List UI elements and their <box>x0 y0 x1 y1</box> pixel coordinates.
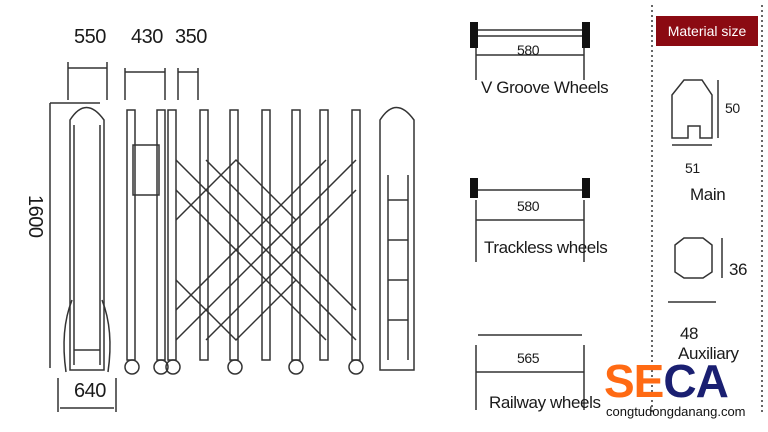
seca-logo: SECA <box>604 355 729 407</box>
aux-width: 48 <box>680 324 699 343</box>
logo-ca: CA <box>663 355 728 407</box>
wheel-trackless-label: Trackless wheels <box>484 238 608 257</box>
wheel-v-groove-width: 580 <box>517 42 540 58</box>
wheel-railway-width: 565 <box>517 350 540 366</box>
wheel-trackless-width: 580 <box>517 198 540 214</box>
main-width: 51 <box>685 160 700 176</box>
wheel-v-groove-label: V Groove Wheels <box>481 78 609 97</box>
dim-segment-width: 350 <box>175 26 207 48</box>
website-text: congtudongdanang.com <box>606 404 746 419</box>
dim-post-width: 550 <box>74 26 106 48</box>
wheel-railway-label: Railway wheels <box>489 393 601 412</box>
dim-base-width: 640 <box>74 380 106 402</box>
dim-height: 1600 <box>24 195 46 238</box>
aux-label: Auxiliary <box>678 344 739 363</box>
main-label: Main <box>690 185 726 204</box>
aux-height: 36 <box>729 260 748 279</box>
logo-se: SE <box>604 355 664 407</box>
main-height: 50 <box>725 100 740 116</box>
dim-panel-width: 430 <box>131 26 163 48</box>
material-size-header: Material size <box>656 16 758 46</box>
